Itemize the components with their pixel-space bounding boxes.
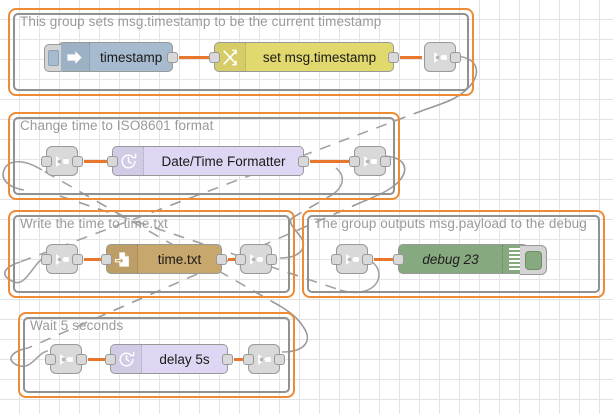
output-port[interactable] [167, 52, 178, 63]
wire-linkin-to-delay [88, 358, 110, 361]
change-shuffle-icon [215, 43, 246, 71]
node-delay-5s[interactable]: delay 5s [105, 344, 233, 374]
node-link-out-1[interactable] [424, 42, 461, 72]
node-label: Date/Time Formatter [161, 153, 286, 169]
group-write-file[interactable]: Write the time to time.txt t [8, 210, 295, 298]
output-port[interactable] [450, 52, 461, 63]
link-out-icon [425, 43, 455, 71]
node-label: time.txt [157, 251, 202, 267]
debug-lines-icon [502, 245, 527, 273]
input-port[interactable] [331, 254, 342, 265]
clock-icon [111, 345, 142, 373]
link-out-icon [355, 147, 385, 175]
input-port[interactable] [349, 156, 360, 167]
input-port[interactable] [101, 254, 112, 265]
output-port[interactable] [362, 254, 373, 265]
node-label: delay 5s [159, 351, 210, 367]
group-label: This group sets msg.timestamp to be the … [20, 14, 382, 29]
input-port[interactable] [41, 254, 52, 265]
output-port[interactable] [76, 354, 87, 365]
node-link-in-5[interactable] [45, 344, 87, 374]
node-label: debug 23 [422, 251, 479, 267]
inject-arrow-icon [59, 43, 90, 71]
wire-datetime-to-linkout [310, 160, 352, 163]
node-debug-23[interactable]: debug 23 [393, 244, 547, 275]
node-label: timestamp [100, 49, 163, 65]
output-port[interactable] [72, 156, 83, 167]
group-iso8601[interactable]: Change time to ISO8601 format Date/Time [8, 112, 400, 200]
input-port[interactable] [209, 52, 220, 63]
debug-enable-toggle[interactable] [520, 245, 547, 275]
input-port[interactable] [45, 354, 56, 365]
wire-linkin-to-datetime [84, 160, 110, 163]
input-port[interactable] [235, 254, 246, 265]
inject-trigger-button[interactable] [44, 44, 61, 72]
input-port[interactable] [105, 354, 116, 365]
link-out-icon [241, 245, 271, 273]
output-port[interactable] [274, 354, 285, 365]
node-link-out-5[interactable] [243, 344, 285, 374]
wire-change-to-linkout [400, 56, 422, 59]
group-label: Wait 5 seconds [30, 318, 124, 333]
wire-linkin-to-debug [374, 258, 398, 261]
node-change-set-timestamp[interactable]: set msg.timestamp [209, 42, 399, 72]
group-label: The group outputs msg.payload to the deb… [314, 216, 587, 231]
node-link-in-4[interactable] [331, 244, 373, 274]
node-link-in-2[interactable] [41, 146, 83, 176]
input-port[interactable] [393, 254, 404, 265]
node-link-out-3[interactable] [235, 244, 277, 274]
node-inject-timestamp[interactable]: timestamp [44, 42, 178, 72]
group-timestamp[interactable]: This group sets msg.timestamp to be the … [8, 8, 474, 96]
input-port[interactable] [243, 354, 254, 365]
link-in-icon [47, 147, 77, 175]
output-port[interactable] [298, 156, 309, 167]
link-in-icon [47, 245, 77, 273]
node-datetime-formatter[interactable]: Date/Time Formatter [107, 146, 309, 176]
group-label: Write the time to time.txt [20, 216, 168, 231]
node-file-time-txt[interactable]: time.txt [101, 244, 227, 274]
output-port[interactable] [266, 254, 277, 265]
link-in-icon [51, 345, 81, 373]
node-link-in-3[interactable] [41, 244, 83, 274]
node-link-out-2[interactable] [349, 146, 391, 176]
node-label: set msg.timestamp [262, 49, 377, 65]
input-port[interactable] [107, 156, 118, 167]
wire-linkin-to-file [84, 258, 104, 261]
file-out-icon [107, 245, 138, 273]
group-debug[interactable]: The group outputs msg.payload to the deb… [302, 210, 605, 298]
output-port[interactable] [216, 254, 227, 265]
wire-inject-to-change [179, 56, 209, 59]
group-label: Change time to ISO8601 format [20, 118, 214, 133]
group-delay[interactable]: Wait 5 seconds delay 5s [18, 312, 295, 398]
output-port[interactable] [72, 254, 83, 265]
output-port[interactable] [380, 156, 391, 167]
link-out-icon [249, 345, 279, 373]
output-port[interactable] [388, 52, 399, 63]
output-port[interactable] [222, 354, 233, 365]
input-port[interactable] [41, 156, 52, 167]
link-in-icon [337, 245, 367, 273]
clock-icon [113, 147, 144, 175]
